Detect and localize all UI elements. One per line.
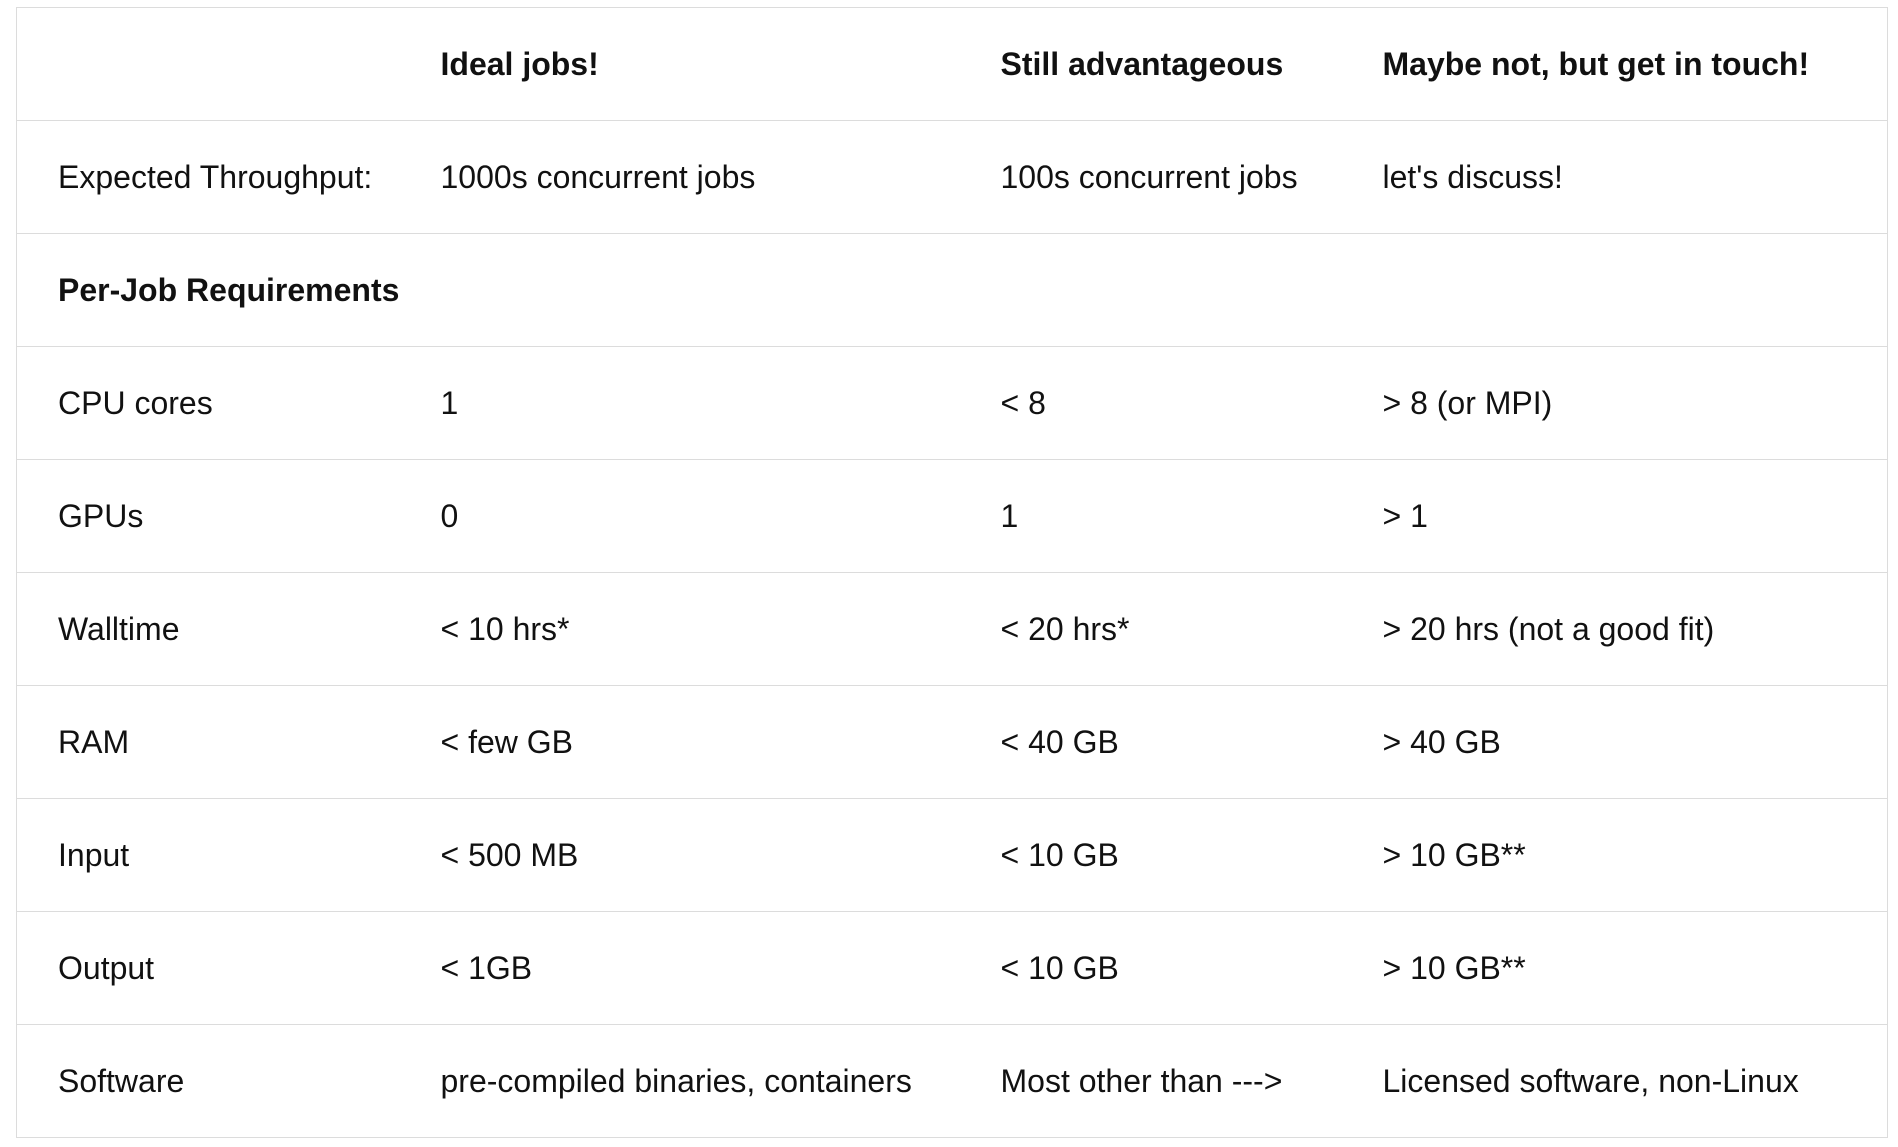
maybe-value: > 10 GB** <box>1382 911 1888 1025</box>
advantageous-value: < 10 GB <box>1000 911 1383 1025</box>
row-label: Walltime <box>16 572 441 686</box>
table-row: Walltime < 10 hrs* < 20 hrs* > 20 hrs (n… <box>16 572 1888 686</box>
table-header-row: Ideal jobs! Still advantageous Maybe not… <box>16 7 1888 121</box>
ideal-value: 1 <box>440 346 1001 460</box>
header-still-advantageous: Still advantageous <box>1000 7 1383 121</box>
maybe-value: Licensed software, non-Linux <box>1382 1024 1888 1138</box>
advantageous-value: Most other than ---> <box>1000 1024 1383 1138</box>
row-label: RAM <box>16 685 441 799</box>
row-label: GPUs <box>16 459 441 573</box>
advantageous-value: < 20 hrs* <box>1000 572 1383 686</box>
advantageous-value: < 40 GB <box>1000 685 1383 799</box>
ideal-value: 0 <box>440 459 1001 573</box>
maybe-value: > 40 GB <box>1382 685 1888 799</box>
maybe-value <box>1382 233 1888 347</box>
header-ideal-jobs: Ideal jobs! <box>440 7 1001 121</box>
ideal-value: < few GB <box>440 685 1001 799</box>
row-label: Expected Throughput: <box>16 120 441 234</box>
table-row: CPU cores 1 < 8 > 8 (or MPI) <box>16 346 1888 460</box>
row-label: Output <box>16 911 441 1025</box>
maybe-value: > 1 <box>1382 459 1888 573</box>
table-row: Output < 1GB < 10 GB > 10 GB** <box>16 911 1888 1025</box>
advantageous-value: 1 <box>1000 459 1383 573</box>
maybe-value: let's discuss! <box>1382 120 1888 234</box>
table-row: Input < 500 MB < 10 GB > 10 GB** <box>16 798 1888 912</box>
advantageous-value: 100s concurrent jobs <box>1000 120 1383 234</box>
maybe-value: > 20 hrs (not a good fit) <box>1382 572 1888 686</box>
table-section-row: Per-Job Requirements <box>16 233 1888 347</box>
maybe-value: > 10 GB** <box>1382 798 1888 912</box>
section-heading: Per-Job Requirements <box>16 233 441 347</box>
ideal-value: < 500 MB <box>440 798 1001 912</box>
job-requirements-table: Ideal jobs! Still advantageous Maybe not… <box>16 7 1888 1138</box>
row-label: CPU cores <box>16 346 441 460</box>
table-row: Expected Throughput: 1000s concurrent jo… <box>16 120 1888 234</box>
header-maybe-not: Maybe not, but get in touch! <box>1382 7 1888 121</box>
table-row: RAM < few GB < 40 GB > 40 GB <box>16 685 1888 799</box>
header-empty-cell <box>16 7 441 121</box>
advantageous-value: < 10 GB <box>1000 798 1383 912</box>
table-row: GPUs 0 1 > 1 <box>16 459 1888 573</box>
table-row: Software pre-compiled binaries, containe… <box>16 1024 1888 1138</box>
advantageous-value: < 8 <box>1000 346 1383 460</box>
ideal-value: 1000s concurrent jobs <box>440 120 1001 234</box>
ideal-value: < 10 hrs* <box>440 572 1001 686</box>
advantageous-value <box>1000 233 1383 347</box>
ideal-value: < 1GB <box>440 911 1001 1025</box>
maybe-value: > 8 (or MPI) <box>1382 346 1888 460</box>
row-label: Input <box>16 798 441 912</box>
job-requirements-table-container: Ideal jobs! Still advantageous Maybe not… <box>16 7 1888 1138</box>
ideal-value: pre-compiled binaries, containers <box>440 1024 1001 1138</box>
row-label: Software <box>16 1024 441 1138</box>
ideal-value <box>440 233 1001 347</box>
